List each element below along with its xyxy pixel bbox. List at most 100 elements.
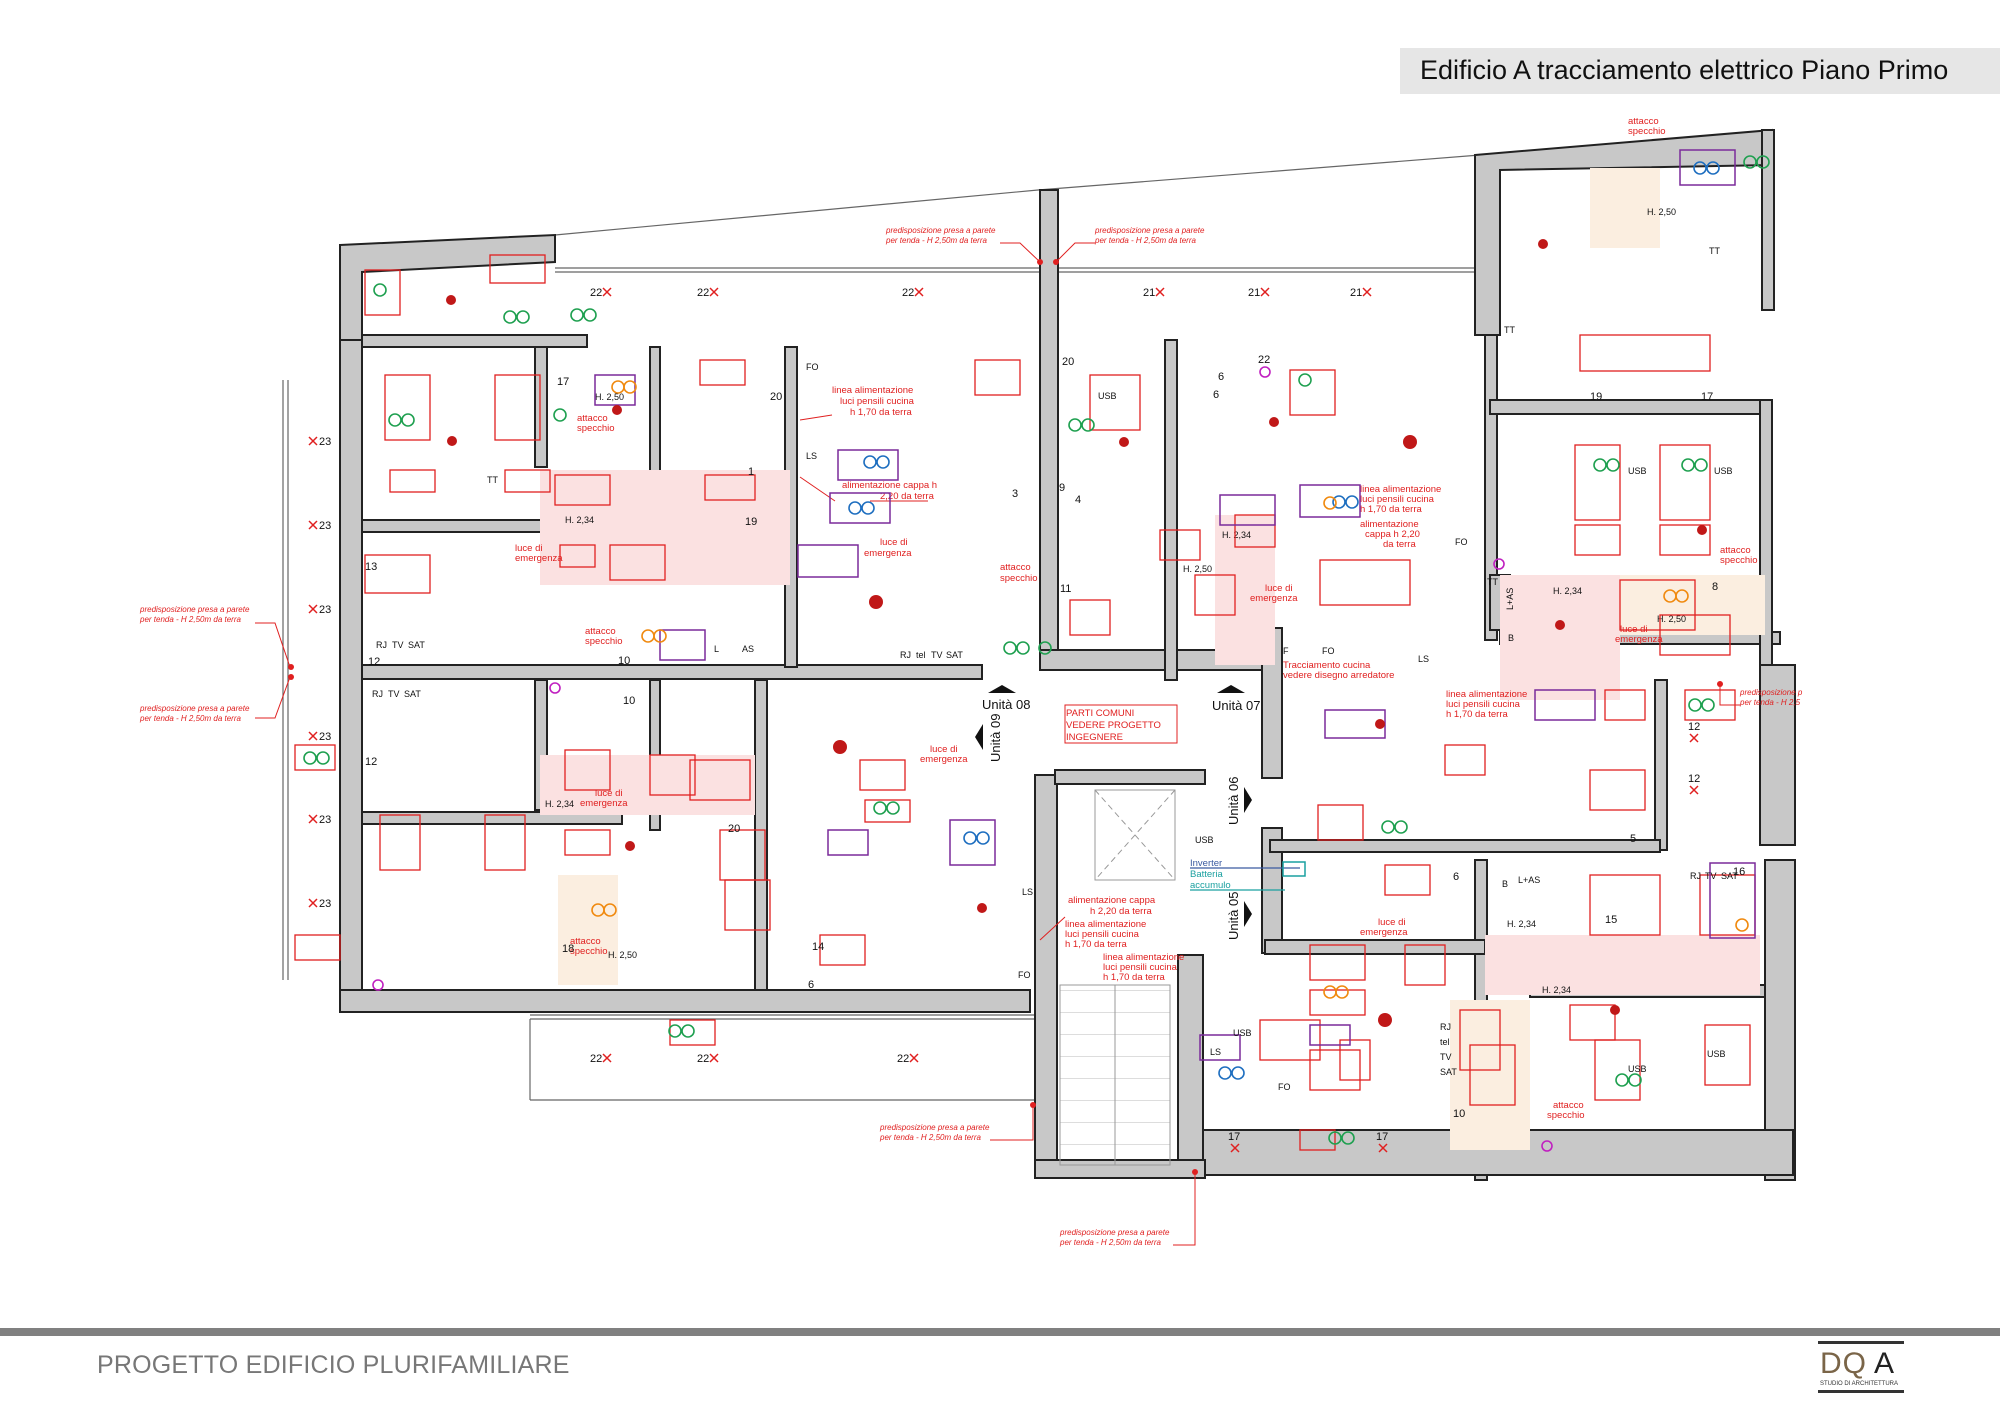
- plan-label: 19: [745, 516, 757, 528]
- plan-mark: [1589, 769, 1646, 811]
- plan-mark: [1574, 524, 1621, 556]
- plan-label: luci pensili cucina: [1446, 699, 1521, 710]
- plan-mark: [704, 474, 756, 501]
- plan-label: 5: [1630, 833, 1636, 845]
- plan-mark: [1628, 1073, 1642, 1087]
- plan-mark: [669, 1019, 716, 1046]
- plan-label: 23: [319, 731, 331, 743]
- plan-mark: [308, 731, 318, 741]
- plan-mark: [1299, 1129, 1336, 1151]
- plan-label: RJ: [1690, 871, 1701, 881]
- plan-label: emergenza: [515, 553, 563, 564]
- plan-mark: [1230, 1143, 1240, 1153]
- plan-label: h 1,70 da terra: [1446, 709, 1509, 720]
- footer-divider: [0, 1328, 2000, 1336]
- plan-label: emergenza: [864, 548, 912, 559]
- marker-23: 23: [308, 520, 331, 532]
- plan-mark: [1319, 559, 1411, 606]
- plan-mark: [1259, 1019, 1321, 1061]
- plan-label: 22: [1258, 354, 1270, 366]
- common-parts-note: PARTI COMUNI VEDERE PROGETTO INGEGNERE: [1064, 704, 1178, 744]
- plan-mark: [799, 414, 833, 421]
- plan-label: 10: [623, 695, 635, 707]
- ceiling-light-icon: [1269, 417, 1279, 427]
- plan-label: H. 2,50: [1183, 564, 1212, 574]
- plan-mark: [689, 759, 751, 801]
- plan-mark: [1164, 339, 1178, 681]
- plan-label: USB: [1714, 466, 1733, 476]
- plan-mark: [1589, 874, 1661, 936]
- plan-mark: [1177, 954, 1204, 1176]
- plan-mark: [494, 374, 541, 441]
- ceiling-light-icon: [1378, 1013, 1392, 1027]
- socket-icon: [1615, 1073, 1629, 1087]
- plan-label: attacco: [1553, 1100, 1584, 1111]
- socket-icon: [963, 831, 977, 845]
- plan-mark: [909, 1053, 919, 1063]
- plan-mark: [1761, 129, 1775, 311]
- plan-mark: [1704, 1024, 1751, 1086]
- plan-mark: [1574, 444, 1621, 521]
- plan-label: attacco: [1720, 545, 1751, 556]
- common-note-line-2: VEDERE PROGETTO: [1066, 720, 1161, 731]
- plan-mark: [1694, 458, 1708, 472]
- socket-icon: [1688, 698, 1702, 712]
- inverter-lines: [1190, 861, 1306, 891]
- socket-icon: [503, 310, 517, 324]
- plan-mark: [990, 1105, 1034, 1141]
- plan-label: 6: [1218, 371, 1224, 383]
- note-emergenza-unit10: luce di emergenza: [580, 788, 628, 809]
- marker-22: 22: [697, 287, 719, 299]
- plan-mark: [1717, 681, 1723, 687]
- plan-mark: [653, 629, 667, 643]
- plan-mark: [1459, 1009, 1501, 1071]
- plan-label: FO: [1278, 1082, 1291, 1092]
- plan-mark: [303, 155, 1770, 1145]
- plan-mark: [564, 749, 611, 791]
- plan-label: H. 2,34: [1542, 985, 1571, 995]
- plan-label: 10: [1453, 1108, 1465, 1120]
- plan-mark: [949, 819, 996, 866]
- plan-mark: [1689, 785, 1699, 795]
- plan-mark: [1500, 575, 1620, 700]
- plan-label: emergenza: [1360, 927, 1408, 938]
- plan-mark: [659, 629, 706, 661]
- plan-label: linea alimentazione: [1446, 689, 1527, 700]
- plan-label: AS: [742, 644, 754, 654]
- plan-label: Tracciamento cucina: [1283, 660, 1371, 671]
- arrow-up-icon: [1217, 685, 1245, 693]
- plan-mark: [1094, 789, 1176, 881]
- plan-label: H. 2,34: [1553, 586, 1582, 596]
- plan-label: 2,20 da terra: [880, 491, 935, 502]
- plan-mark: [623, 380, 637, 394]
- plan-label: predisposizione presa a parete: [885, 226, 996, 235]
- common-note-line-1: PARTI COMUNI: [1066, 708, 1134, 719]
- plan-mark: [1341, 1131, 1355, 1145]
- plan-label: per tenda - H 2,50m da terra: [139, 714, 241, 723]
- plan-label: H. 2,34: [565, 515, 594, 525]
- plan-mark: [364, 554, 431, 594]
- plan-label: specchio: [570, 946, 608, 957]
- plan-label: luce di: [515, 543, 542, 554]
- plan-label: USB: [1195, 835, 1214, 845]
- plan-label: specchio: [1000, 573, 1038, 584]
- plan-mark: [886, 801, 900, 815]
- plan-mark: [1606, 458, 1620, 472]
- plan-mark: [516, 310, 530, 324]
- plan-label: SAT: [1721, 871, 1738, 881]
- plan-label: luci pensili cucina: [1360, 494, 1435, 505]
- unit-09-label: Unità 09: [988, 714, 1003, 762]
- note-specchio-unit10: attacco specchio: [570, 936, 608, 957]
- socket-icon: [1003, 641, 1017, 655]
- plan-mark: [308, 604, 318, 614]
- marker-22: 22: [902, 287, 924, 299]
- plan-mark: [1264, 939, 1486, 955]
- note-emergenza-unit07: luce di emergenza: [1250, 583, 1298, 604]
- socket-icon: [388, 413, 402, 427]
- plan-label: 23: [319, 604, 331, 616]
- plan-mark: [1659, 614, 1731, 656]
- plan-mark: [1289, 369, 1336, 416]
- plan-label: TT: [487, 475, 498, 485]
- logo-top-rule: [1818, 1341, 1904, 1344]
- plan-label: USB: [1628, 466, 1647, 476]
